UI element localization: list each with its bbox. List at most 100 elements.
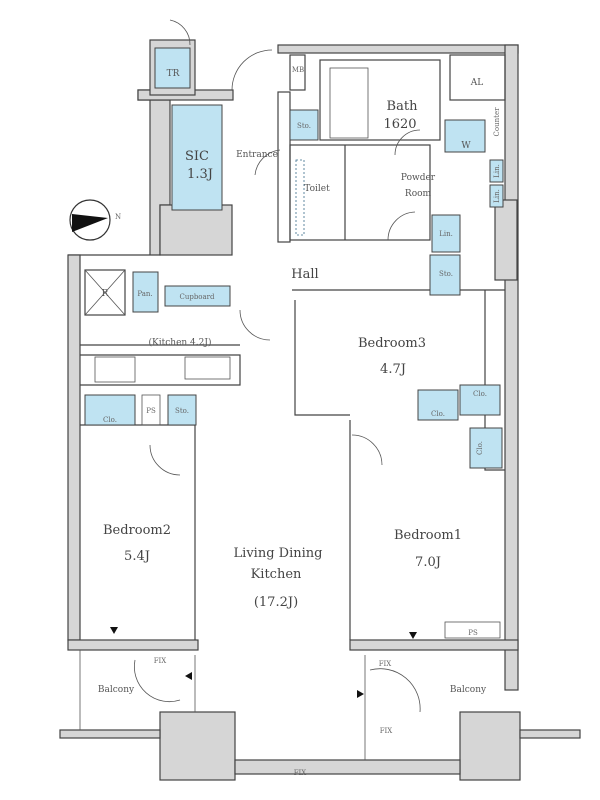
toilet-door[interactable] (254, 149, 281, 176)
label-fix-3: FIX (380, 727, 393, 735)
bedroom-walls (292, 289, 505, 640)
bedroom1-closet-1 (417, 389, 459, 421)
label-kitchen: (Kitchen 4.2J) (149, 337, 212, 348)
label-kitchen-sto: Sto. (175, 407, 189, 415)
label-fix-2: FIX (379, 660, 392, 668)
north-compass: N (69, 199, 121, 241)
entrance-door[interactable] (231, 49, 273, 91)
vanity-dash (295, 159, 305, 236)
label-bath: Bath (387, 99, 419, 114)
storage-areas (84, 47, 504, 639)
label-refrigerator: R (102, 289, 109, 299)
right-wall-block (494, 199, 518, 281)
label-entrance-sto: Sto. (297, 122, 311, 130)
label-bedroom1-size: 7.0J (415, 555, 441, 570)
label-bedroom1-ps: PS (468, 629, 478, 637)
label-bath-size: 1620 (383, 117, 416, 132)
label-bedroom2-clo: Clo. (103, 416, 117, 424)
bedroom2-closet (84, 394, 136, 426)
label-pantry: Pan. (137, 290, 152, 298)
entrance-storage (289, 109, 319, 141)
right-wall (504, 44, 519, 691)
refrigerator-space (84, 269, 126, 316)
hall-storage (429, 254, 461, 296)
al-room (449, 54, 506, 101)
label-room: Room (405, 189, 432, 199)
stove (94, 356, 136, 383)
bottom-left-pillar (159, 711, 236, 781)
label-bedroom1-clo-1: Clo. (431, 410, 445, 418)
left-wall (67, 254, 81, 641)
sic-wall-block (159, 204, 233, 256)
label-fix-1: FIX (154, 657, 167, 665)
triangle-marker-icon (110, 627, 118, 634)
label-bedroom2-size: 5.4J (124, 549, 150, 564)
compass-ring (69, 199, 111, 241)
label-bedroom1-clo-2: Clo. (476, 441, 484, 455)
bath-door[interactable] (394, 129, 421, 156)
left-outer-wall (68, 89, 171, 256)
label-linen-1: Lin. (493, 164, 501, 178)
top-wall (277, 44, 519, 54)
label-bedroom1: Bedroom1 (394, 528, 462, 543)
bedroom1-closet-2 (469, 427, 503, 469)
label-ldk-1: Living Dining (234, 546, 323, 561)
triangle-marker-icon (409, 632, 417, 639)
label-sic-size: 1.3J (187, 167, 213, 182)
label-linen-3: Lin. (439, 230, 453, 238)
label-hall-sto: Sto. (439, 270, 453, 278)
label-fix-4: FIX (294, 769, 307, 777)
kitchen-storage (167, 394, 197, 426)
cupboard (164, 285, 231, 307)
label-kitchen-ps: PS (146, 407, 156, 415)
triangle-marker-icon (185, 672, 192, 680)
linen-2 (489, 184, 504, 208)
label-mb: MB (292, 66, 304, 74)
sic-closet (171, 104, 223, 211)
doors (134, 19, 421, 713)
powder-door[interactable] (387, 211, 416, 241)
label-tr: TR (167, 69, 180, 79)
mb-room (289, 54, 306, 91)
bedroom1-door[interactable] (351, 434, 383, 466)
label-bedroom3-clo: Clo. (473, 390, 487, 398)
label-ldk-2: Kitchen (251, 567, 302, 582)
label-toilet: Toilet (304, 184, 330, 194)
label-al: AL (470, 78, 483, 88)
bathtub (329, 67, 369, 139)
label-hall: Hall (291, 267, 318, 282)
sink (184, 356, 231, 380)
label-entrance: Entrance (236, 150, 278, 160)
interior-walls (79, 54, 506, 760)
label-bedroom2: Bedroom2 (103, 523, 171, 538)
compass-arrow-icon (72, 214, 108, 232)
label-bedroom3-size: 4.7J (380, 362, 406, 377)
label-linen-2: Lin. (493, 189, 501, 203)
label-bedroom3: Bedroom3 (358, 336, 426, 351)
washer-space (444, 119, 486, 153)
kitchen-door[interactable] (239, 309, 271, 341)
balcony-right-rail (519, 729, 581, 739)
refrigerator-cross (84, 269, 126, 316)
label-washer: W (461, 141, 471, 151)
kitchen-ps (141, 394, 161, 426)
pantry (132, 271, 159, 313)
balcony-right-door[interactable] (369, 668, 421, 713)
bedroom2-door[interactable] (149, 444, 181, 476)
triangle-marker-icon (357, 690, 364, 698)
tr-door[interactable] (169, 19, 191, 46)
ldk-bottom-window (234, 759, 461, 775)
wet-area-wall (277, 91, 291, 243)
window-markers (110, 627, 417, 698)
tr-closet (154, 47, 191, 89)
bedroom2-bottom-wall (67, 639, 199, 651)
linen-3 (431, 214, 461, 253)
bottom-right-pillar (459, 711, 521, 781)
bedroom3-closet (459, 384, 501, 416)
compass-label: N (115, 213, 121, 221)
label-cupboard: Cupboard (179, 293, 215, 301)
toilet-powder-block (289, 144, 431, 241)
label-powder: Powder (401, 173, 436, 183)
balcony-left-door[interactable] (134, 659, 181, 703)
